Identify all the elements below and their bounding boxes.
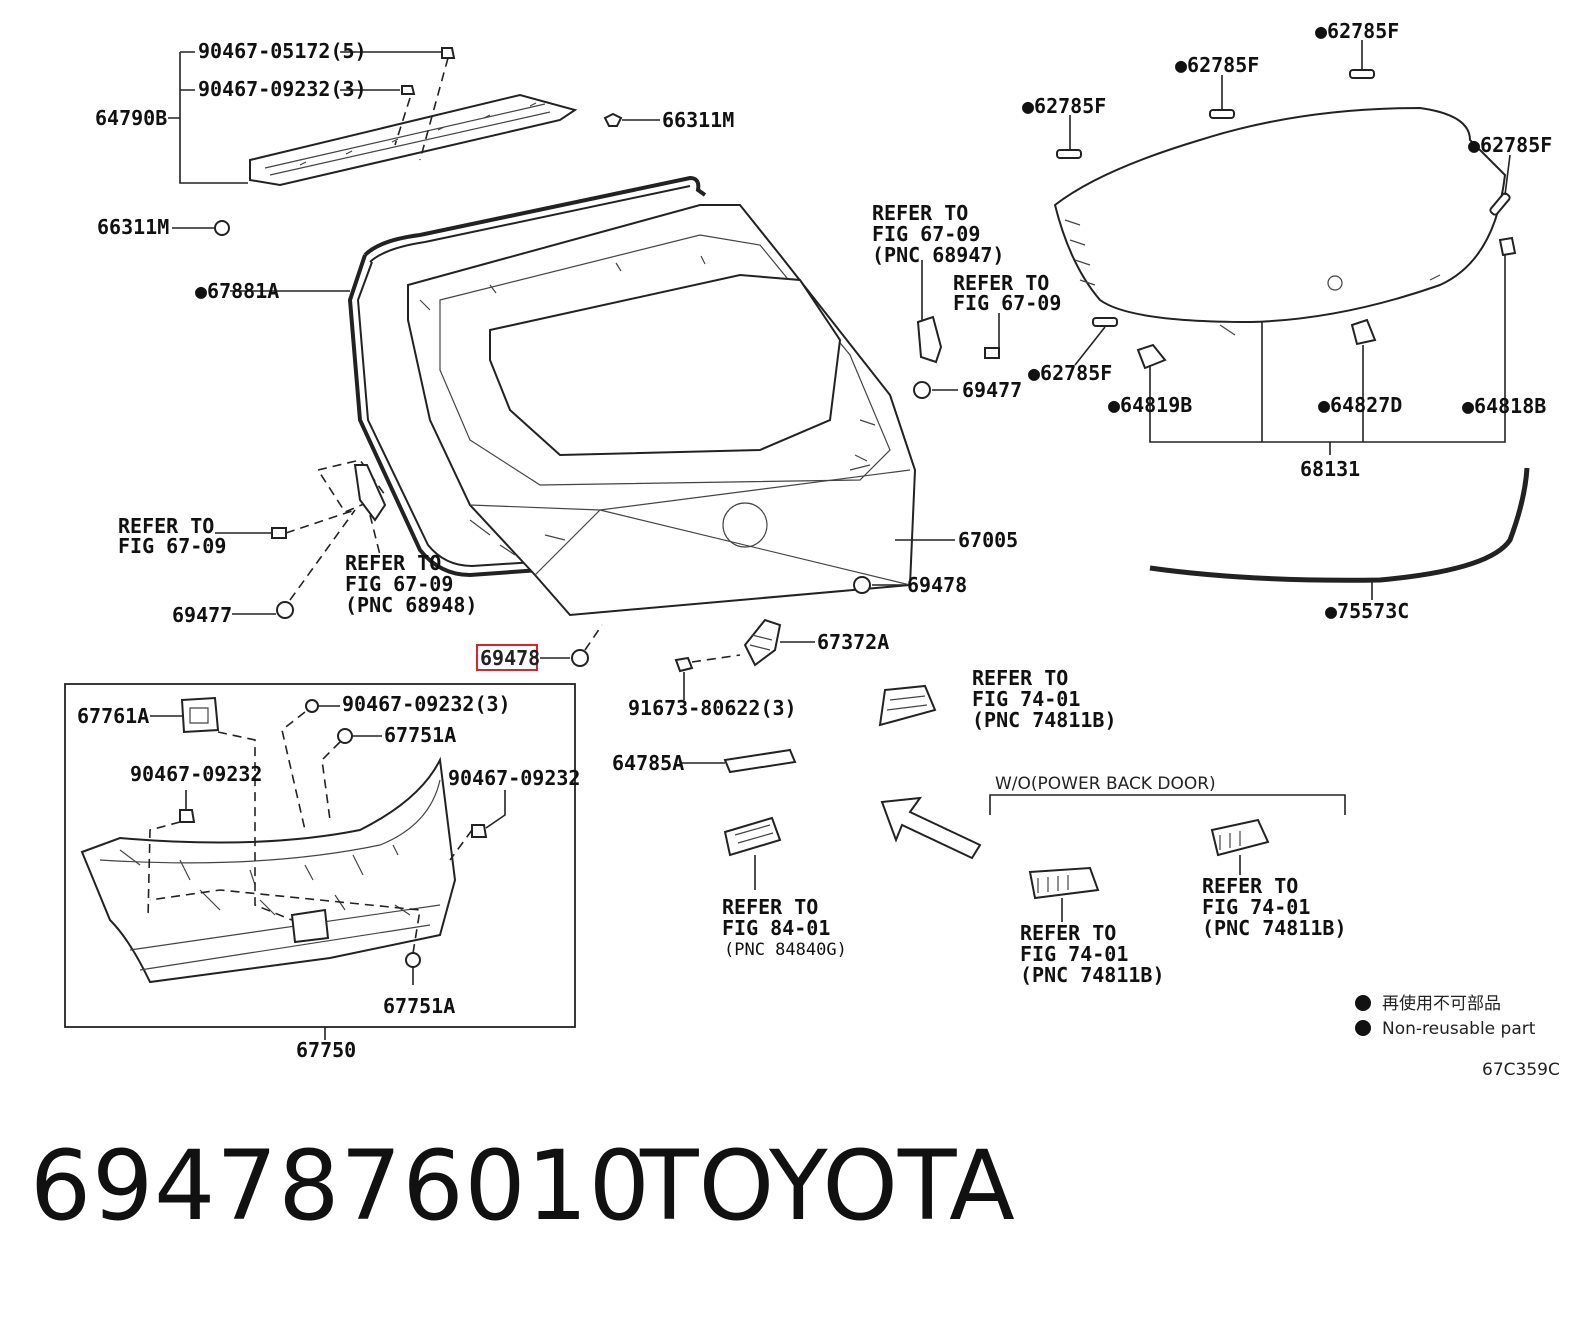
label-67751A-top: 67751A <box>384 723 456 747</box>
refer-74811B-a-line2: FIG 74-01 <box>972 687 1080 711</box>
label-91673-80622: 91673-80622(3) <box>628 696 797 720</box>
label-66311M-left: 66311M <box>97 215 169 239</box>
label-67005: 67005 <box>958 528 1018 552</box>
label-62785F-2: ●62785F <box>1175 53 1259 77</box>
refer-74811B-c-line2: FIG 74-01 <box>1202 895 1310 919</box>
refer-74811B-b-line3: (PNC 74811B) <box>1020 963 1165 987</box>
label-64827D: ●64827D <box>1318 393 1402 417</box>
label-90467-09232-top: 90467-09232(3) <box>198 77 367 101</box>
moulding-75573C <box>1149 467 1530 583</box>
label-64819B: ●64819B <box>1108 393 1192 417</box>
refer-fig6709-c-line2: FIG 67-09 <box>118 534 226 558</box>
refer-68947-line2: FIG 67-09 <box>872 222 980 246</box>
weatherstrip-67881A <box>363 175 707 257</box>
refer-fig6709-b-line2: FIG 67-09 <box>953 291 1061 315</box>
label-62785F-4: ●62785F <box>1468 133 1552 157</box>
refer-68948-line3: (PNC 68948) <box>345 593 477 617</box>
label-66311M-right: 66311M <box>662 108 734 132</box>
refer-74811B-a-line3: (PNC 74811B) <box>972 708 1117 732</box>
refer-68947-line1: REFER TO <box>872 201 968 225</box>
label-64790B: 64790B <box>95 106 167 130</box>
highlight-box-69478 <box>476 644 538 671</box>
label-90467-09232-left: 90467-09232 <box>130 762 262 786</box>
label-67750: 67750 <box>296 1038 356 1062</box>
label-69477-left: 69477 <box>172 603 232 627</box>
refer-fig6709-b-line1: REFER TO <box>953 271 1049 295</box>
legend-japanese: 再使用不可部品 <box>1382 993 1501 1014</box>
label-67761A: 67761A <box>77 704 149 728</box>
label-75573C: ●75573C <box>1325 599 1409 623</box>
refer-74811B-c-line1: REFER TO <box>1202 874 1298 898</box>
label-69478-highlighted[interactable]: 69478 <box>480 646 540 670</box>
back-door-panel-67005 <box>407 204 917 617</box>
label-67372A: 67372A <box>817 630 889 654</box>
legend-english: Non-reusable part <box>1382 1019 1536 1039</box>
refer-84840G-line2: FIG 84-01 <box>722 916 830 940</box>
trim-board-assembly-box <box>64 683 576 1028</box>
refer-74811B-b-line2: FIG 74-01 <box>1020 942 1128 966</box>
refer-68948-line2: FIG 67-09 <box>345 572 453 596</box>
refer-84840G-line3: (PNC 84840G) <box>724 940 847 960</box>
non-reusable-dot-icon-2 <box>1355 1020 1371 1036</box>
arrow-icon <box>880 796 982 860</box>
label-62785F-5: ●62785F <box>1028 361 1112 385</box>
label-64785A: 64785A <box>612 751 684 775</box>
footer-part-number: 6947876010 <box>30 1130 651 1242</box>
spoiler-68131 <box>1053 106 1507 336</box>
label-90467-09232-right: 90467-09232 <box>448 766 580 790</box>
trim-board-67750 <box>80 756 457 984</box>
footer-brand: TOYOTA <box>640 1130 1015 1242</box>
label-62785F-1: ●62785F <box>1315 19 1399 43</box>
figure-code: 67C359C <box>1482 1060 1560 1080</box>
refer-68947-line3: (PNC 68947) <box>872 243 1004 267</box>
label-62785F-3: ●62785F <box>1022 94 1106 118</box>
label-68131: 68131 <box>1300 457 1360 481</box>
refer-74811B-b-line1: REFER TO <box>1020 921 1116 945</box>
non-reusable-dot-icon <box>1355 995 1371 1011</box>
label-90467-05172: 90467-05172(5) <box>198 39 367 63</box>
label-67881A: ●67881A <box>195 279 279 303</box>
refer-74811B-a-line1: REFER TO <box>972 666 1068 690</box>
wo-power-back-door-label: W/O(POWER BACK DOOR) <box>995 774 1216 794</box>
label-69478-right: 69478 <box>907 573 967 597</box>
refer-68948-line1: REFER TO <box>345 551 441 575</box>
label-67751A-bottom: 67751A <box>383 994 455 1018</box>
label-69477-right: 69477 <box>962 378 1022 402</box>
refer-fig6709-c-line1: REFER TO <box>118 514 214 538</box>
label-64818B: ●64818B <box>1462 394 1546 418</box>
label-90467-09232-3-box: 90467-09232(3) <box>342 692 511 716</box>
upper-garnish-64790B <box>249 93 578 187</box>
refer-84840G-line1: REFER TO <box>722 895 818 919</box>
refer-74811B-c-line3: (PNC 74811B) <box>1202 916 1347 940</box>
